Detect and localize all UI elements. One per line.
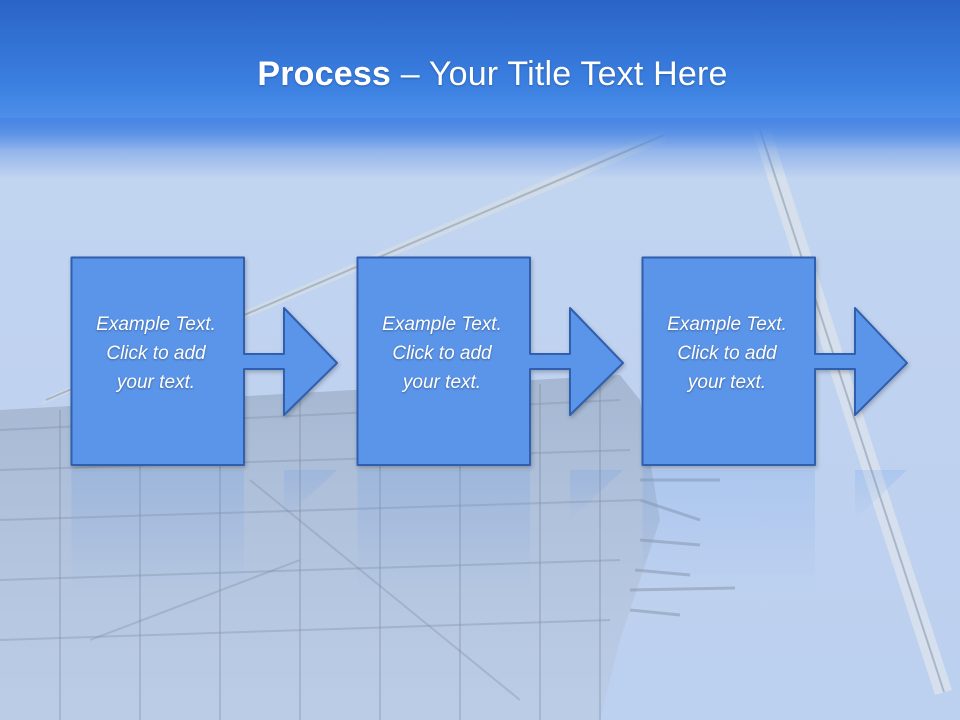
- step-text[interactable]: Example Text. Click to add your text.: [641, 310, 813, 397]
- arrow-callout-shape: [641, 256, 908, 466]
- step-reflection: [642, 470, 907, 590]
- step-text-line3: your text.: [116, 372, 196, 393]
- arrow-callout-shape: [70, 256, 338, 466]
- process-step-2[interactable]: Example Text. Click to add your text.: [356, 256, 701, 468]
- step-text-line3: your text.: [402, 372, 482, 393]
- step-text-line1: Example Text.: [382, 314, 502, 335]
- arrow-callout-shape: [356, 256, 624, 466]
- step-text-line1: Example Text.: [667, 314, 787, 335]
- title-bold: Process: [257, 55, 392, 93]
- step-text-line2: Click to add: [106, 343, 206, 364]
- step-reflection: [357, 470, 623, 590]
- process-step-1[interactable]: Example Text. Click to add your text.: [70, 256, 415, 468]
- step-text-line2: Click to add: [392, 343, 492, 364]
- step-text[interactable]: Example Text. Click to add your text.: [70, 310, 242, 397]
- title-rest: – Your Title Text Here: [391, 55, 728, 93]
- step-text[interactable]: Example Text. Click to add your text.: [356, 310, 528, 397]
- step-text-line1: Example Text.: [96, 314, 216, 335]
- slide-title[interactable]: Process – Your Title Text Here: [0, 55, 960, 94]
- title-band-fade: [0, 118, 960, 178]
- step-text-line2: Click to add: [677, 343, 777, 364]
- process-step-3[interactable]: Example Text. Click to add your text.: [641, 256, 960, 468]
- step-reflection: [71, 470, 337, 590]
- step-text-line3: your text.: [687, 372, 767, 393]
